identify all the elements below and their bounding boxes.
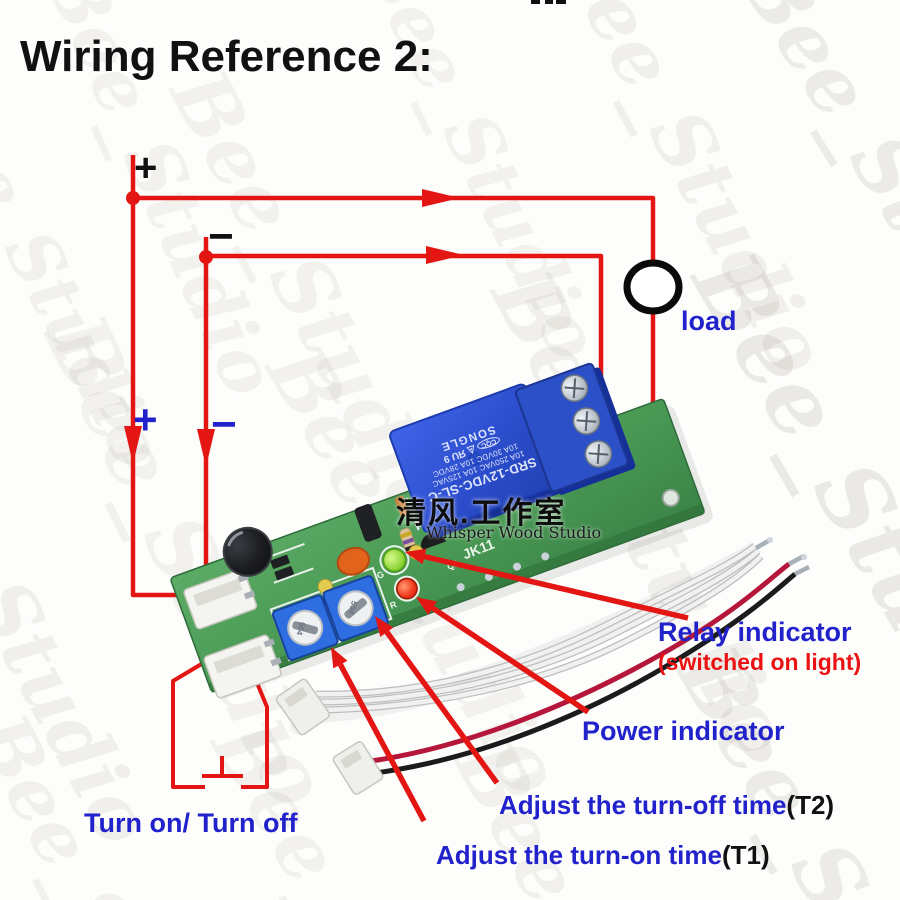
- green-led: [382, 548, 407, 572]
- solder-pads: [410, 507, 550, 592]
- relay-indicator-arrow: [423, 553, 689, 621]
- positive-wire-to-load: [133, 195, 656, 263]
- load-circle: [623, 259, 683, 315]
- photo-watermark-english: Whisper Wood Studio: [426, 523, 602, 542]
- screw-terminal-block: [514, 362, 636, 495]
- red-wire: [363, 561, 791, 765]
- cable-assembly: [275, 537, 811, 795]
- electrolytic-capacitor: [222, 526, 273, 577]
- cable-plug-2: [332, 741, 384, 795]
- power-indicator-arrow: [431, 605, 590, 715]
- trimmer-pot-turn-on: [271, 594, 339, 661]
- cropped-top-fragment: [531, 0, 566, 4]
- onboard-connector-1: [183, 568, 258, 630]
- trimmer-pot-turn-off: [322, 575, 389, 642]
- red-led: [396, 577, 418, 600]
- tantalum-capacitor: [336, 546, 371, 576]
- black-wire: [367, 572, 797, 777]
- smd-components: [270, 554, 294, 581]
- relay-body: [389, 383, 569, 538]
- cable-plug-1: [275, 678, 331, 736]
- callout-arrowheads: [331, 548, 437, 669]
- current-direction-arrowheads: [124, 189, 464, 467]
- terminal-screw: [560, 374, 613, 468]
- positive-junction-dot: [126, 191, 140, 205]
- negative-junction-dot: [199, 250, 213, 264]
- turn-on-arrow: [337, 663, 427, 823]
- mounting-hole: [661, 488, 680, 507]
- inductor: [354, 504, 382, 542]
- photo-watermark-chinese: 清风.工作室: [396, 497, 567, 530]
- turn-off-arrow: [384, 630, 500, 785]
- diode: [394, 495, 410, 517]
- onboard-connector-2: [203, 634, 282, 699]
- relay-timer-pcb: [170, 362, 713, 699]
- white-wires: [315, 544, 763, 713]
